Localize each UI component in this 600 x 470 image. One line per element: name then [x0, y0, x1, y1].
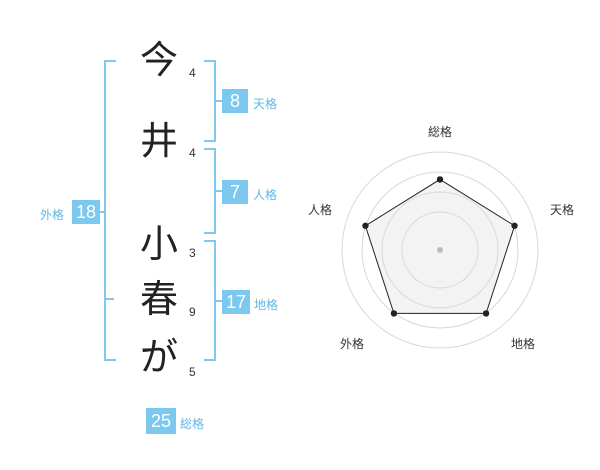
- tenkaku-connector: [214, 100, 222, 102]
- radar-axis-label-soukaku: 総格: [428, 125, 453, 139]
- radar-axis-label-gaikaku: 外格: [340, 337, 365, 351]
- soukaku-value: 25: [146, 408, 176, 434]
- radar-chart: [341, 151, 539, 349]
- chikaku-connector: [214, 300, 222, 302]
- soukaku-label: 総格: [180, 417, 205, 431]
- radar-ring: [381, 191, 499, 309]
- radar-point-1: [436, 176, 444, 183]
- radar-axis-label-chikaku: 地格: [511, 337, 536, 351]
- gaikaku-value: 18: [72, 200, 100, 224]
- gaikaku-bracket: [104, 60, 116, 361]
- tenkaku-value: 8: [222, 89, 248, 113]
- radar-axis-label-tenkaku: 天格: [550, 203, 575, 217]
- stroke-count-3: 3: [189, 246, 196, 260]
- radar-ring: [361, 171, 519, 329]
- name-char-3: 小: [140, 222, 179, 266]
- jinkaku-value: 7: [222, 180, 248, 204]
- chikaku-value: 17: [222, 290, 250, 314]
- tenkaku-label: 天格: [253, 97, 278, 111]
- radar-point-3: [482, 310, 490, 317]
- radar-point-4: [390, 310, 398, 317]
- chikaku-label: 地格: [254, 298, 279, 312]
- name-char-1: 今: [140, 38, 179, 82]
- gaikaku-bracket-tick: [104, 298, 114, 300]
- radar-point-5: [362, 222, 369, 229]
- radar-axis-label-jinkaku: 人格: [308, 203, 333, 217]
- radar-center-dot: [437, 247, 443, 253]
- stroke-count-1: 4: [189, 66, 196, 80]
- jinkaku-label: 人格: [253, 188, 278, 202]
- stroke-count-5: 5: [189, 365, 196, 379]
- radar-ring: [401, 211, 479, 289]
- radar-series-polygon: [364, 178, 516, 314]
- stroke-count-4: 9: [189, 305, 196, 319]
- gaikaku-label: 外格: [40, 208, 65, 222]
- jinkaku-connector: [214, 190, 222, 192]
- stroke-count-2: 4: [189, 146, 196, 160]
- name-char-5: が: [140, 335, 179, 379]
- gaikaku-connector: [96, 211, 104, 213]
- name-char-2: 井: [140, 119, 179, 163]
- name-char-4: 春: [140, 277, 179, 321]
- radar-point-2: [511, 222, 518, 229]
